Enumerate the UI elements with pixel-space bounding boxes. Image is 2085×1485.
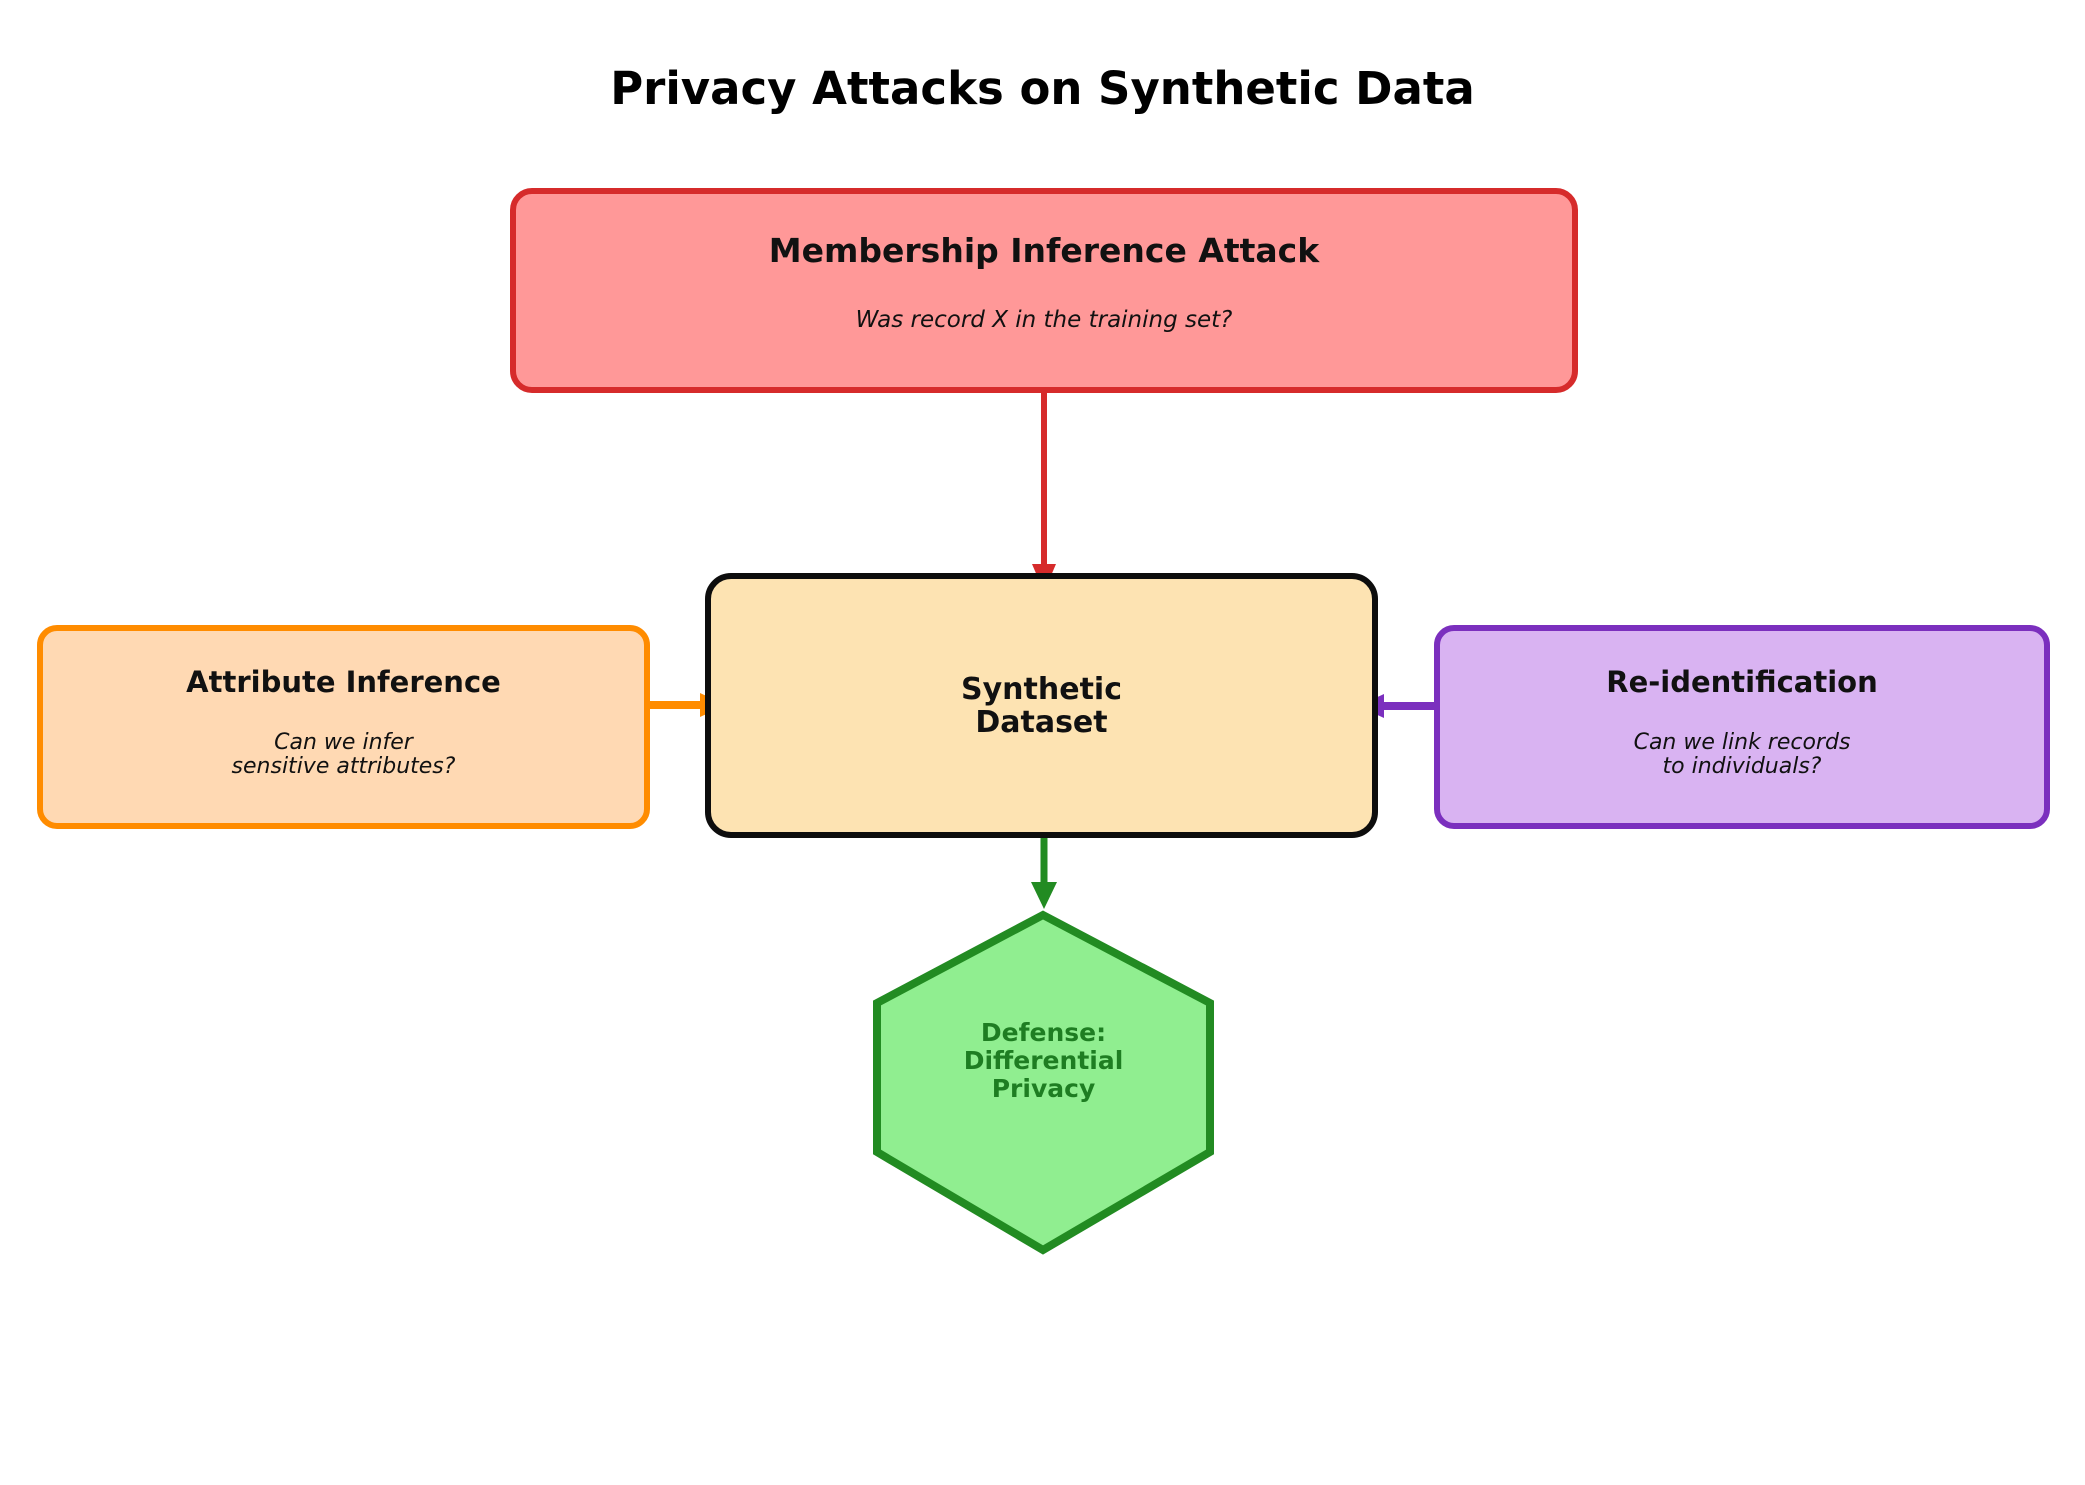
arrow-dataset-to-defense [1031,834,1057,909]
membership-inference-title: Membership Inference Attack [768,231,1320,270]
node-synthetic-dataset: Synthetic Dataset [705,573,1378,838]
defense-label-line-3: Privacy [991,1074,1096,1103]
synthetic-dataset-title: Synthetic Dataset [961,673,1122,739]
membership-inference-subtitle: Was record X in the training set? [855,307,1233,333]
reidentification-subtitle: Can we link records to individuals? [1634,731,1851,779]
synthetic-dataset-title-line-2: Dataset [975,704,1108,740]
node-membership-inference-attack: Membership Inference Attack Was record X… [510,188,1578,393]
node-reidentification: Re-identification Can we link records to… [1434,625,2050,829]
attribute-inference-subtitle-line-1: Can we infer [274,730,413,755]
attribute-inference-title: Attribute Inference [186,665,501,699]
defense-label: Defense: Differential Privacy [877,1019,1210,1103]
arrow-membership-to-dataset [1032,390,1056,592]
defense-hexagon [873,910,1214,1255]
defense-label-line-2: Differential [963,1046,1124,1075]
reidentification-subtitle-line-2: to individuals? [1662,754,1822,779]
page-title: Privacy Attacks on Synthetic Data [610,62,1475,115]
reidentification-title: Re-identification [1606,665,1878,699]
reidentification-subtitle-line-1: Can we link records [1633,730,1851,755]
defense-label-line-1: Defense: [980,1018,1107,1047]
attribute-inference-subtitle-line-2: sensitive attributes? [231,754,456,779]
attribute-inference-subtitle: Can we infer sensitive attributes? [232,731,456,779]
node-attribute-inference: Attribute Inference Can we infer sensiti… [37,625,650,829]
synthetic-dataset-title-line-1: Synthetic [961,671,1122,707]
